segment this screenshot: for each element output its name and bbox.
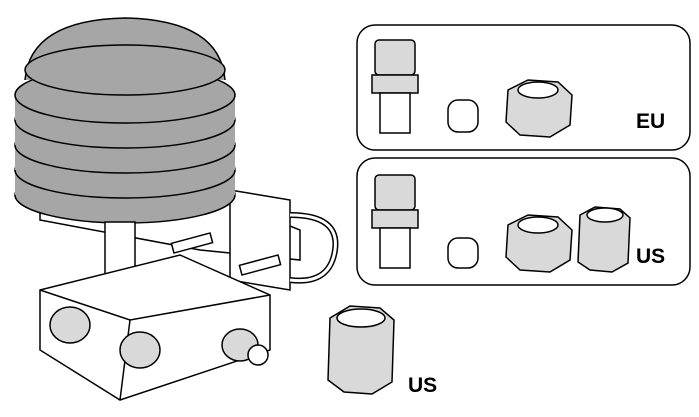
eu-seal-ring (447, 99, 479, 133)
cable-glands (49, 306, 269, 369)
eu-cable-gland (371, 39, 419, 134)
loose-us-adapter (327, 305, 395, 395)
us-kit-label: US (636, 245, 666, 268)
eu-kit-label: EU (636, 110, 666, 133)
sensor-unit (14, 17, 339, 401)
eu-kit-box (356, 24, 691, 151)
us-kit-box (356, 157, 691, 286)
loose-part-label: US (408, 374, 438, 397)
us-cable-gland (371, 174, 419, 269)
radiation-shield (14, 17, 236, 224)
us-seal-ring (447, 237, 479, 269)
